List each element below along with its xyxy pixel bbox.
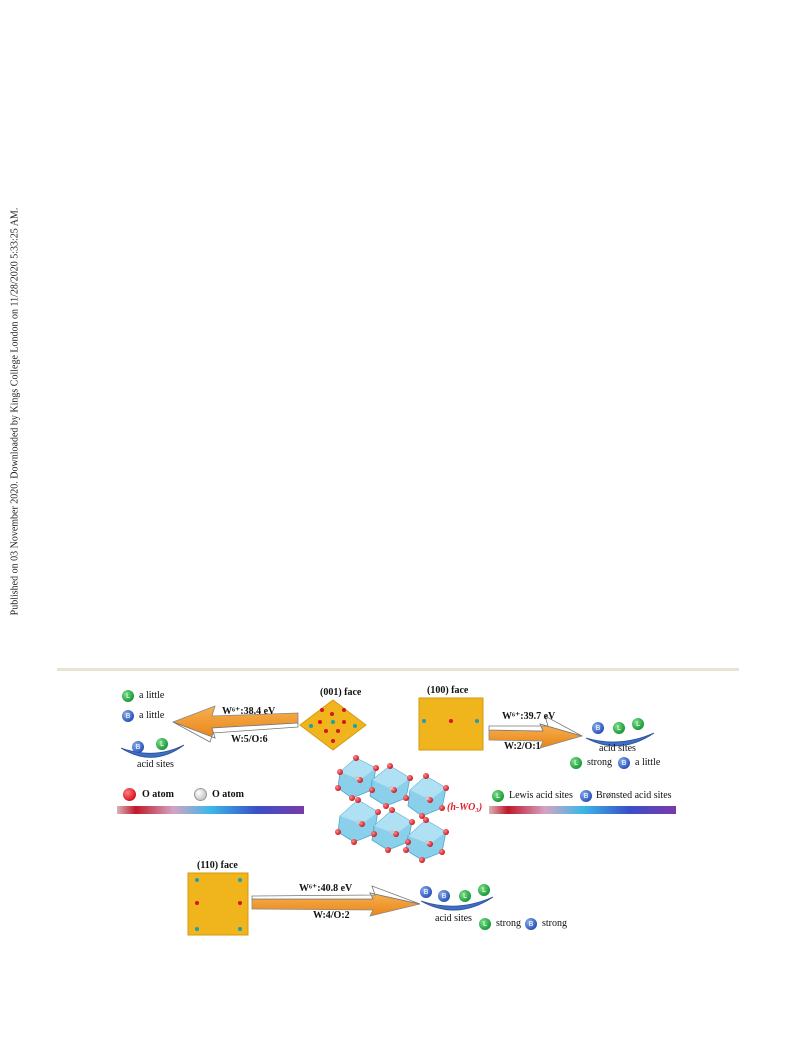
left-acid-sites-label: acid sites bbox=[137, 759, 174, 770]
saddle-bottom bbox=[420, 896, 494, 911]
legend-o-atom-red: O atom bbox=[142, 789, 174, 800]
divider bbox=[57, 668, 739, 671]
bottom-lewis-strength: strong bbox=[496, 918, 521, 929]
arrow-001 bbox=[171, 705, 299, 743]
bronsted-acid-icon: B bbox=[122, 710, 134, 722]
lewis-acid-icon: L bbox=[613, 722, 625, 734]
bottom-bronsted-strength: strong bbox=[542, 918, 567, 929]
arrow-001-ratio: W:5/O:6 bbox=[231, 734, 268, 745]
saddle-right bbox=[585, 732, 655, 747]
lewis-acid-icon: L bbox=[478, 884, 490, 896]
legend-bronsted: Brønsted acid sites bbox=[596, 790, 672, 801]
face-100-title: (100) face bbox=[427, 685, 469, 696]
left-bronsted-amount: a little bbox=[139, 710, 165, 721]
hwo3-structure bbox=[335, 755, 449, 863]
face-001-diamond bbox=[299, 699, 367, 751]
bottom-acid-sites-label: acid sites bbox=[435, 913, 472, 924]
lewis-acid-icon: L bbox=[122, 690, 134, 702]
spectrum-bar-right bbox=[489, 806, 676, 814]
spectrum-bar-left bbox=[117, 806, 304, 814]
right-bronsted-strength: a little bbox=[635, 757, 661, 768]
arrow-100 bbox=[488, 715, 584, 749]
lewis-acid-icon: L bbox=[479, 918, 491, 930]
lewis-acid-icon: L bbox=[492, 790, 504, 802]
arrow-110-energy: W⁶⁺:40.8 eV bbox=[299, 883, 353, 894]
right-lewis-strength: strong bbox=[587, 757, 612, 768]
legend-lewis: Lewis acid sites bbox=[509, 790, 573, 801]
lewis-acid-icon: L bbox=[459, 890, 471, 902]
arrow-100-energy: W⁶⁺:39.7 eV bbox=[502, 711, 556, 722]
arrow-100-ratio: W:2/O:1 bbox=[504, 741, 541, 752]
right-acid-sites-label: acid sites bbox=[599, 743, 636, 754]
red-o-atom-icon bbox=[123, 788, 136, 801]
face-001-title: (001) face bbox=[320, 687, 362, 698]
face-110-square bbox=[187, 872, 249, 936]
bronsted-acid-icon: B bbox=[420, 886, 432, 898]
left-lewis-amount: a little bbox=[139, 690, 165, 701]
arrow-110 bbox=[251, 885, 421, 917]
face-110-title: (110) face bbox=[197, 860, 238, 871]
bronsted-acid-icon: B bbox=[618, 757, 630, 769]
arrow-001-energy: W⁶⁺:38.4 eV bbox=[222, 706, 276, 717]
arrow-110-ratio: W:4/O:2 bbox=[313, 910, 350, 921]
hwo3-label: (h-WO₃) bbox=[447, 802, 483, 813]
bronsted-acid-icon: B bbox=[438, 890, 450, 902]
white-o-atom-icon bbox=[194, 788, 207, 801]
saddle-left bbox=[120, 744, 185, 758]
lewis-acid-icon: L bbox=[570, 757, 582, 769]
bronsted-acid-icon: B bbox=[132, 741, 144, 753]
lewis-acid-icon: L bbox=[632, 718, 644, 730]
face-100-square bbox=[418, 697, 484, 751]
legend-o-atom-white: O atom bbox=[212, 789, 244, 800]
bronsted-acid-icon: B bbox=[592, 722, 604, 734]
lewis-acid-icon: L bbox=[156, 738, 168, 750]
bronsted-acid-icon: B bbox=[580, 790, 592, 802]
bronsted-acid-icon: B bbox=[525, 918, 537, 930]
